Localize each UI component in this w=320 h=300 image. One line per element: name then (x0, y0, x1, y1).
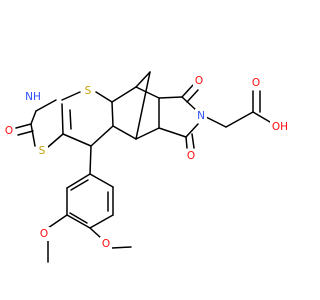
bond (135, 71, 151, 88)
bond (135, 71, 151, 140)
bond (112, 125, 137, 140)
bond (186, 89, 199, 103)
bond (181, 84, 194, 98)
bond (158, 96, 183, 99)
bond (135, 86, 160, 99)
bond (205, 116, 227, 128)
bond (90, 125, 114, 147)
atom-o-imide-bottom: O (185, 149, 197, 163)
bond (191, 133, 195, 149)
bond (89, 145, 92, 175)
atom-o-methoxy-3-label: O (40, 228, 48, 240)
atom-o-methoxy-3: O (38, 227, 50, 241)
bond (181, 96, 197, 111)
bond (47, 214, 68, 229)
atom-s-thiopyran: S (82, 84, 94, 98)
atom-o-imide-top-label: O (195, 75, 203, 87)
bond (61, 103, 64, 135)
atom-o-imide-bottom-label: O (187, 150, 195, 162)
atom-n-thiazole: NH (23, 90, 43, 104)
bond (225, 111, 254, 128)
bond (47, 133, 64, 148)
atom-s-thiazole: S (36, 144, 48, 158)
atom-o-methoxy-4-label: O (102, 238, 110, 250)
bond (111, 246, 132, 249)
atom-s-thiazole-label: S (39, 145, 46, 157)
atom-oh-acid-label: OH (272, 121, 288, 133)
bond (62, 133, 92, 147)
bond (185, 123, 199, 138)
bond (89, 173, 114, 188)
bond (61, 91, 81, 101)
bond (185, 136, 188, 149)
atom-n-imide: N (195, 109, 207, 123)
bond (70, 179, 89, 191)
bond (69, 212, 88, 224)
atom-oh-acid: OH (270, 120, 290, 134)
bond (69, 109, 72, 130)
atom-n-thiazole-label: NH (25, 91, 41, 103)
bond (89, 227, 102, 239)
atom-o-acid-carbonyl: O (250, 76, 262, 90)
bond (30, 123, 36, 147)
atom-o-methoxy-4: O (100, 237, 112, 251)
bond (15, 123, 32, 129)
bond (89, 214, 114, 229)
bond (30, 110, 37, 125)
bond (95, 91, 113, 103)
atom-o-thiazolone: O (3, 124, 15, 138)
atom-o-imide-top: O (193, 74, 205, 88)
bond (17, 130, 34, 136)
bond (66, 173, 91, 189)
bond (111, 101, 114, 127)
atom-n-imide-label: N (197, 110, 205, 122)
molecule-structure-canvas: NH O S S O O N O (0, 0, 300, 300)
bond (135, 127, 160, 140)
atom-s-thiopyran-label: S (85, 85, 92, 97)
bond (66, 214, 91, 229)
atom-o-acid-carbonyl-label: O (252, 77, 260, 89)
atom-labels: NH O S S O O N O (3, 74, 290, 251)
bond (158, 127, 187, 138)
atom-o-thiazolone-label: O (5, 125, 13, 137)
bond (35, 99, 57, 112)
background (0, 0, 300, 300)
bond (252, 111, 271, 123)
bond (111, 86, 137, 103)
bonds (15, 71, 271, 263)
